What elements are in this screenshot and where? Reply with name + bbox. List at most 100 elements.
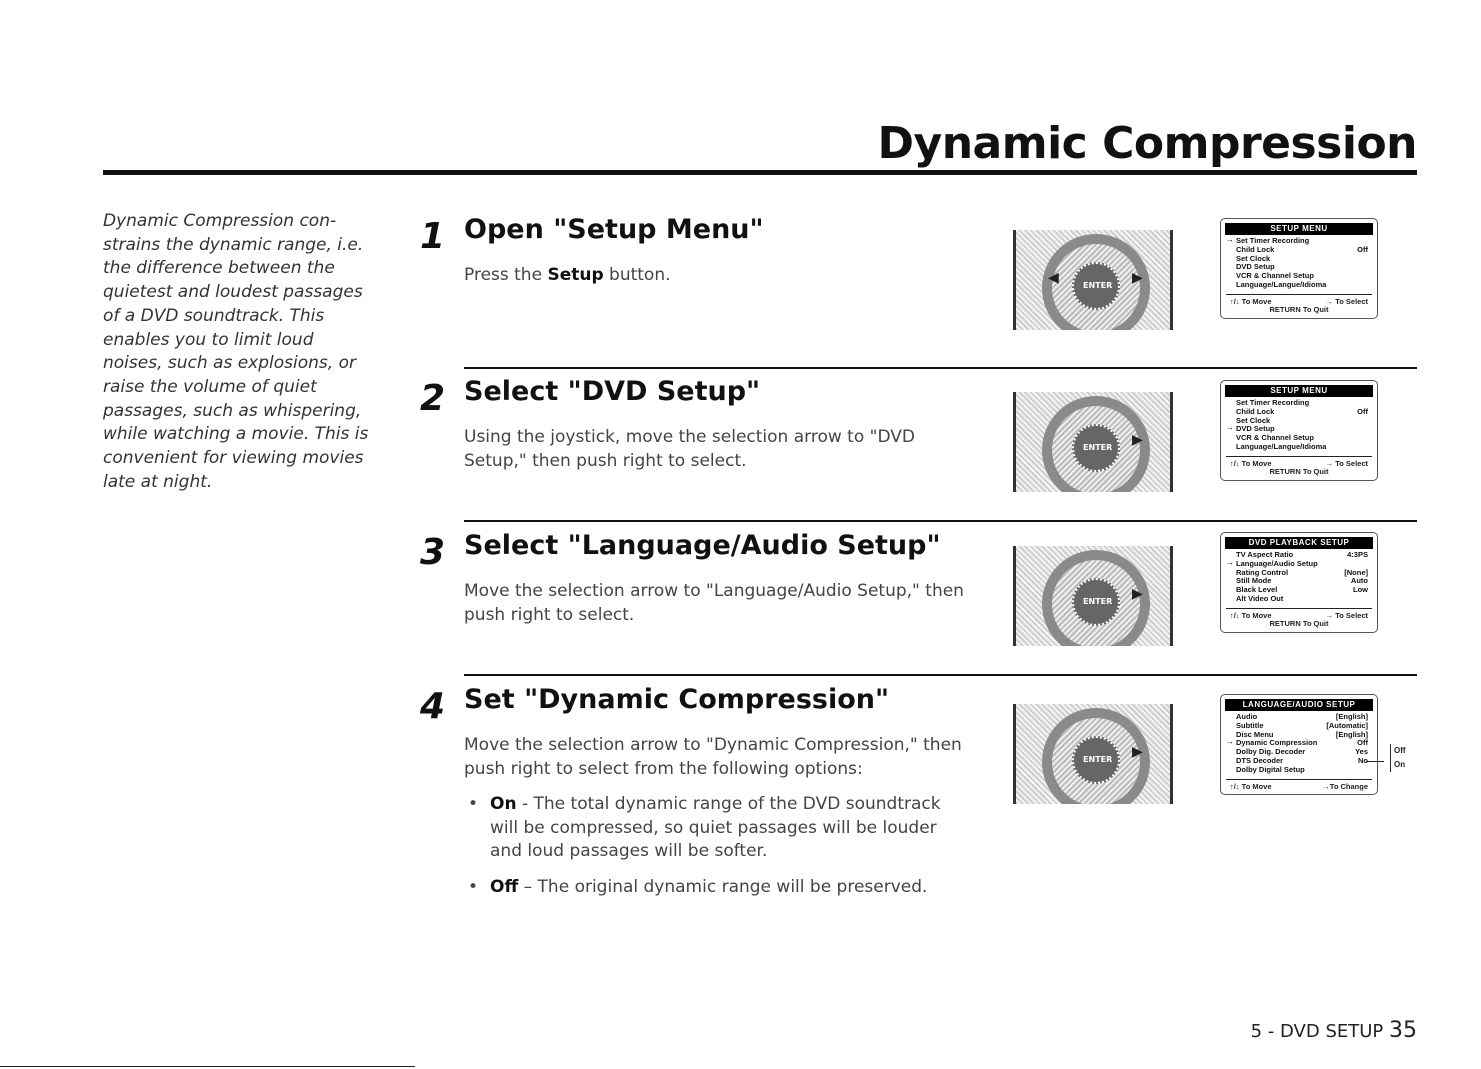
osd-select-hint: → To Select <box>1325 610 1368 620</box>
step-number: 3 <box>420 532 446 573</box>
step-number: 1 <box>420 216 446 257</box>
step-body-text: Move the selection arrow to "Dynamic Com… <box>464 735 962 779</box>
osd-move-hint: ↑/↓ To Move <box>1230 296 1272 306</box>
page-title: Dynamic Compression <box>877 118 1418 169</box>
enter-label: ENTER <box>1083 597 1113 606</box>
osd-select-hint: → To Select <box>1325 296 1368 306</box>
enter-label: ENTER <box>1083 443 1113 452</box>
osd-row-value: Off <box>1357 738 1368 748</box>
osd-footer: ↑/↓ To Move → To Select <box>1226 455 1372 468</box>
osd-row-label: VCR & Channel Setup <box>1236 433 1314 443</box>
osd-header: SETUP MENU <box>1225 385 1373 397</box>
osd-row: Dolby Digital Setup <box>1226 764 1372 775</box>
arrow-right-icon: ▶ <box>1132 432 1143 448</box>
step-title: Select "DVD Setup" <box>464 376 761 407</box>
side-option-on: On <box>1394 760 1406 769</box>
osd-row: Subtitle [Automatic] <box>1226 720 1372 731</box>
osd-row: Set Timer Recording <box>1226 236 1372 246</box>
osd-footer: ↑/↓ To Move→ To Select <box>1226 607 1372 620</box>
step-title: Set "Dynamic Compression" <box>464 684 890 715</box>
enter-button-illustration: ENTER <box>1072 736 1120 784</box>
enter-button-illustration: ENTER <box>1072 262 1120 310</box>
osd-row-label: Language/Audio Setup <box>1236 558 1318 568</box>
page-number: 35 <box>1389 1018 1417 1043</box>
osd-row: Language/Langue/Idioma <box>1226 441 1372 452</box>
osd-row-label: Language/Langue/Idioma <box>1236 279 1327 289</box>
osd-row-label: Alt Video Out <box>1236 593 1284 603</box>
osd-row: TV Aspect Ratio 4:3PS <box>1226 550 1372 560</box>
osd-row: Dolby Dig. Decoder Yes <box>1226 747 1372 757</box>
osd-row-label: VCR & Channel Setup <box>1236 271 1314 281</box>
osd-row-value: Off <box>1357 406 1368 416</box>
osd-row-label: Audio <box>1236 712 1258 721</box>
osd-screen-setup-menu: SETUP MENU Set Timer Recording Child Loc… <box>1220 380 1378 481</box>
osd-row: Language/Audio Setup <box>1226 558 1372 569</box>
osd-row: VCR & Channel Setup <box>1226 433 1372 443</box>
osd-header: DVD PLAYBACK SETUP <box>1225 537 1373 549</box>
osd-row-label: DVD Setup <box>1236 262 1275 272</box>
osd-row: Rating Control [None] <box>1226 567 1372 578</box>
option-list: On - The total dynamic range of the DVD … <box>464 793 964 899</box>
section-label: 5 - DVD SETUP <box>1250 1021 1384 1042</box>
osd-row-label: Language/Langue/Idioma <box>1236 441 1327 451</box>
option-name: Off <box>490 876 519 897</box>
step-body: Move the selection arrow to "Dynamic Com… <box>464 734 964 911</box>
osd-screen-setup-menu: SETUP MENU Set Timer Recording Child Loc… <box>1220 218 1378 319</box>
osd-row-label: Dolby Digital Setup <box>1236 764 1305 774</box>
osd-row: Audio[English] <box>1226 712 1372 722</box>
osd-row-label: Dolby Dig. Decoder <box>1236 747 1306 757</box>
enter-label: ENTER <box>1083 281 1113 290</box>
step-body-text: button. <box>603 265 671 285</box>
intro-text: Dynamic Compression con- strains the dyn… <box>103 211 369 492</box>
osd-row-label: DTS Decoder <box>1236 755 1284 765</box>
osd-row: Set Clock <box>1226 416 1372 426</box>
osd-header: LANGUAGE/AUDIO SETUP <box>1225 699 1373 711</box>
osd-row: Set Timer Recording <box>1226 398 1372 408</box>
osd-row-label: Subtitle <box>1236 720 1264 730</box>
osd-change-hint: →To Change <box>1322 781 1368 791</box>
option-name: On <box>490 794 517 814</box>
osd-row: VCR & Channel Setup <box>1226 271 1372 281</box>
side-option-list: Off On <box>1390 744 1406 772</box>
osd-row-label: TV Aspect Ratio <box>1236 550 1294 559</box>
osd-row: Disc Menu[English] <box>1226 729 1372 740</box>
osd-row-value: [None] <box>1344 567 1368 577</box>
step-body: Move the selection arrow to "Language/Au… <box>464 581 964 625</box>
osd-row-value: Off <box>1357 244 1368 254</box>
osd-row-label: Disc Menu <box>1236 729 1274 739</box>
osd-row: DVD Setup <box>1226 262 1372 272</box>
osd-row: Alt Video Out <box>1226 593 1372 604</box>
remote-joystick-illustration: ENTER ▶ <box>1013 392 1173 492</box>
osd-row-label: Rating Control <box>1236 567 1289 577</box>
enter-button-illustration: ENTER <box>1072 424 1120 472</box>
osd-row-value: [Automatic] <box>1326 720 1368 730</box>
remote-joystick-illustration: ENTER ▶ <box>1013 546 1173 646</box>
osd-row-label: Set Clock <box>1236 253 1271 263</box>
option-desc: - The total dynamic range of the DVD sou… <box>490 794 941 861</box>
list-item: On - The total dynamic range of the DVD … <box>464 793 964 864</box>
step-rule <box>464 520 1417 522</box>
enter-label: ENTER <box>1083 755 1113 764</box>
step-title: Select "Language/Audio Setup" <box>464 530 941 561</box>
osd-move-hint: ↑/↓ To Move <box>1230 458 1272 468</box>
step-body-text: Press the <box>464 265 548 285</box>
osd-quit-hint: RETURN To Quit <box>1269 304 1329 314</box>
step-rule <box>464 674 1417 676</box>
osd-header: SETUP MENU <box>1225 223 1373 235</box>
step-body: Using the joystick, move the selection a… <box>464 427 915 471</box>
step-body: Press the Setup button. <box>464 264 964 288</box>
osd-select-hint: → To Select <box>1325 458 1368 468</box>
osd-screen-language-audio-setup: LANGUAGE/AUDIO SETUP Audio[English] Subt… <box>1220 694 1378 795</box>
side-option-off: Off <box>1394 746 1406 755</box>
osd-row: Set Clock <box>1226 253 1372 264</box>
osd-row-value: 4:3PS <box>1347 550 1368 559</box>
page-footer: 5 - DVD SETUP 35 <box>1251 1018 1417 1043</box>
step-number: 4 <box>420 686 446 727</box>
list-item: Off – The original dynamic range will be… <box>464 876 964 900</box>
title-rule <box>103 170 1417 175</box>
osd-row-value: Yes <box>1355 747 1368 757</box>
